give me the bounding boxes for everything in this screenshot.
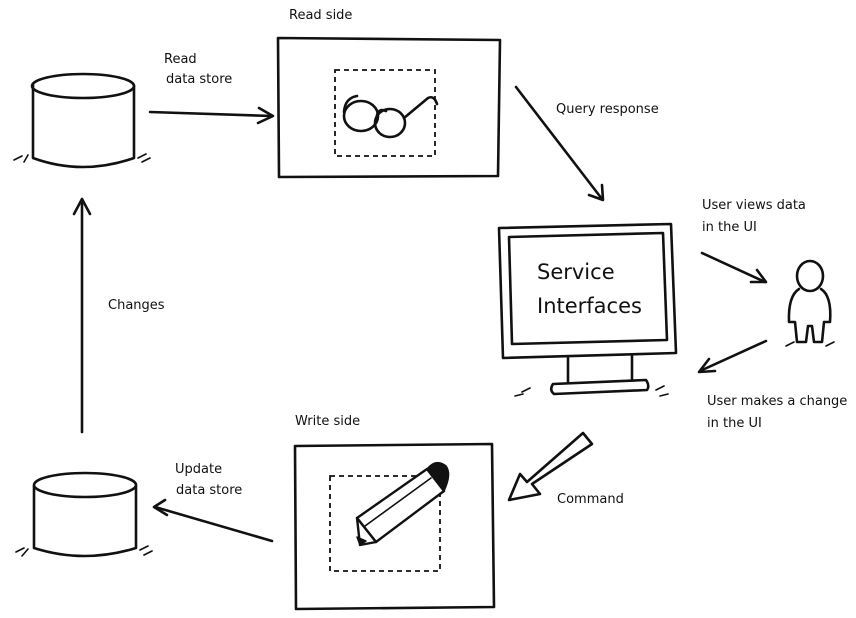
- command-label: Command: [557, 492, 624, 507]
- write-side-box: [293, 442, 496, 611]
- user-views-label-line2: in the UI: [702, 220, 757, 235]
- user-views-label-line1: User views data: [702, 198, 806, 213]
- query-response-label: Query response: [556, 102, 659, 117]
- user-makes-label-line1: User makes a change: [707, 394, 848, 409]
- pencil-icon: [355, 461, 450, 547]
- read-data-store-label-line1: Read: [164, 52, 197, 67]
- person-icon: [785, 259, 835, 347]
- arrow-user-changes: [697, 339, 768, 374]
- arrow-read-store-to-read-side: [148, 106, 275, 125]
- glasses-icon: [342, 94, 439, 139]
- arrow-changes: [72, 197, 92, 434]
- changes-label: Changes: [108, 298, 165, 313]
- monitor-icon: [497, 222, 678, 397]
- monitor-screen-line1: Service: [537, 260, 615, 284]
- arrow-query-response: [514, 85, 605, 202]
- user-makes-label-line2: in the UI: [707, 416, 762, 431]
- arrow-user-views: [700, 251, 768, 284]
- read-side-label: Read side: [289, 8, 353, 23]
- write-data-store-icon: [15, 471, 153, 558]
- read-side-box: [276, 36, 502, 179]
- read-data-store-icon: [13, 72, 151, 169]
- write-side-label: Write side: [295, 414, 361, 429]
- arrow-command: [507, 431, 594, 502]
- update-data-store-label-line2: data store: [176, 483, 243, 498]
- monitor-screen-line2: Interfaces: [537, 294, 642, 318]
- arrow-update-store: [152, 498, 274, 543]
- update-data-store-label-line1: Update: [175, 462, 223, 477]
- read-data-store-label-line2: data store: [166, 72, 233, 87]
